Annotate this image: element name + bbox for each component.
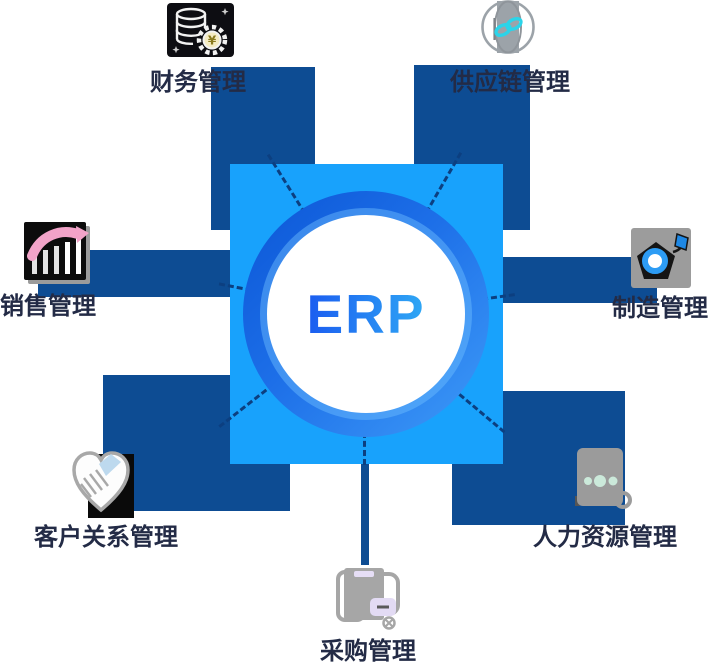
- pentagon-gear-ring-icon: [631, 228, 691, 288]
- module-label-crm: 客户关系管理: [34, 524, 178, 551]
- module-label-sales: 销售管理: [0, 293, 96, 320]
- handshake-heart-icon: [72, 451, 134, 518]
- connector-procurement: [361, 455, 369, 565]
- badge-people-dots-icon: [575, 448, 632, 509]
- module-label-hr: 人力资源管理: [533, 524, 677, 551]
- bar-chart-trend-arrow-icon: [24, 222, 90, 284]
- module-label-supply-chain: 供应链管理: [450, 69, 570, 96]
- shopping-bag-icon: [336, 568, 400, 630]
- erp-title: ERP: [306, 283, 426, 345]
- erp-inner-circle: ERP: [267, 215, 465, 413]
- erp-ring: ERP: [243, 191, 489, 437]
- svg-text:¥: ¥: [208, 34, 217, 48]
- globe-chain-link-icon: [481, 0, 535, 54]
- module-label-manufacturing: 制造管理: [612, 295, 708, 322]
- connector-manufacturing: [498, 257, 657, 303]
- module-label-finance: 财务管理: [150, 69, 246, 96]
- database-gear-yen-icon: ¥: [167, 3, 234, 57]
- module-label-procurement: 采购管理: [320, 638, 416, 665]
